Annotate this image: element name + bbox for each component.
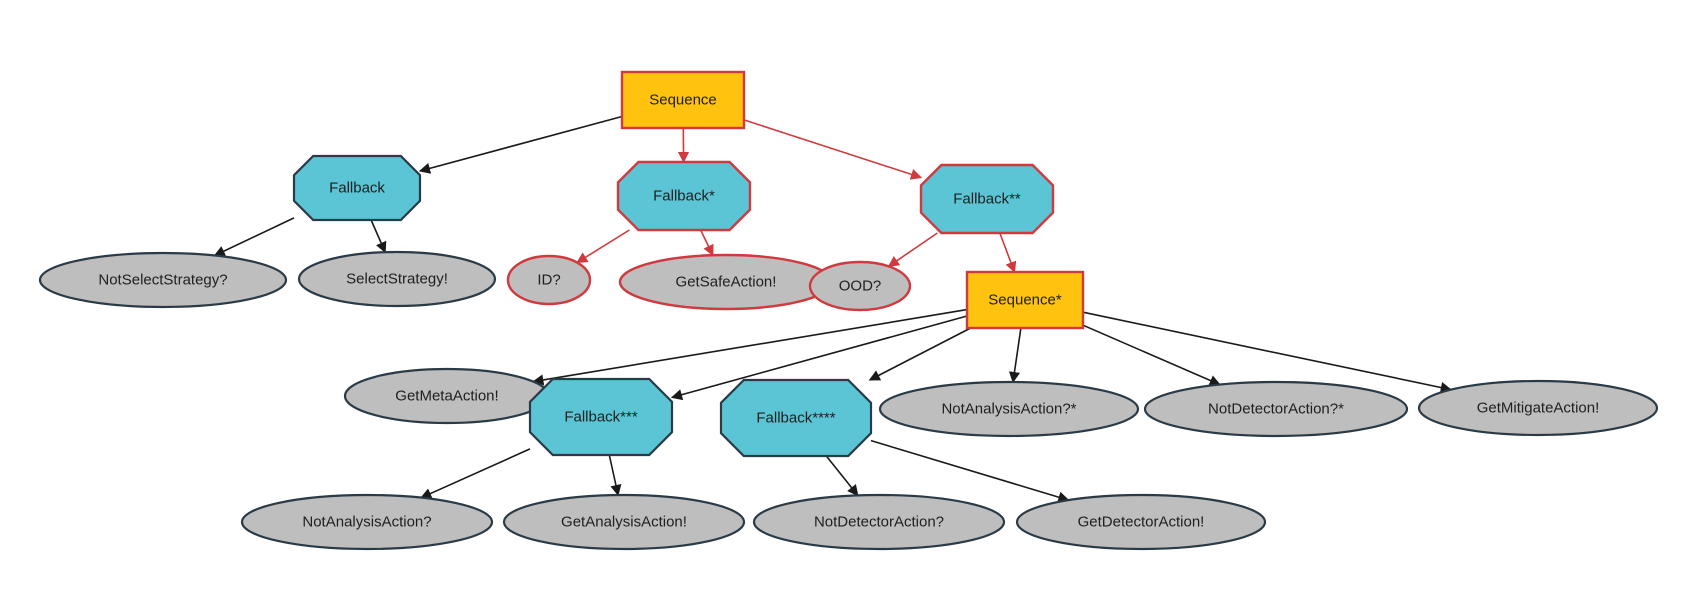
node-label-ood-check: OOD? (839, 278, 882, 295)
node-id-check: ID? (506, 254, 592, 306)
leaf-ellipse (502, 493, 746, 551)
node-not-detector-action-star: NotDetectorAction?* (1143, 380, 1409, 438)
leaf-ellipse (297, 250, 497, 308)
leaf-ellipse (1417, 379, 1659, 437)
node-not-detector-action: NotDetectorAction? (752, 493, 1006, 551)
edge-sequence-2-to-fallback-5 (868, 327, 972, 381)
node-fallback-3: Fallback** (919, 163, 1055, 235)
edge-sequence-2-to-get-mitigate-action (1082, 311, 1452, 394)
node-not-analysis-action-star: NotAnalysisAction?* (878, 380, 1140, 438)
node-label-get-safe-action: GetSafeAction! (676, 274, 777, 291)
node-get-mitigate-action: GetMitigateAction! (1417, 379, 1659, 437)
leaf-ellipse (878, 380, 1140, 438)
leaf-ellipse (240, 493, 494, 551)
fallback-octagon (528, 377, 674, 457)
edge-fallback-1-to-select-strategy (370, 219, 387, 254)
edge-sequence-2-to-get-meta-action (532, 308, 968, 386)
node-label-not-detector-action-star: NotDetectorAction?* (1208, 401, 1344, 418)
edge-fallback-3-to-sequence-2 (999, 232, 1017, 274)
edge-fallback-1-to-not-select-strategy (213, 217, 295, 257)
fallback-octagon (719, 378, 873, 458)
node-label-not-analysis-action: NotAnalysisAction? (302, 514, 431, 531)
node-fallback-5: Fallback**** (719, 378, 873, 458)
node-label-not-detector-action: NotDetectorAction? (814, 514, 944, 531)
node-fallback-1: Fallback (292, 154, 422, 222)
node-label-not-analysis-action-star: NotAnalysisAction?* (941, 401, 1076, 418)
leaf-ellipse (506, 254, 592, 306)
node-label-sequence-2: Sequence* (988, 292, 1062, 309)
edges-layer (213, 115, 1452, 503)
sequence-box (620, 70, 746, 130)
node-get-safe-action: GetSafeAction! (618, 253, 834, 311)
node-fallback-2: Fallback* (616, 160, 752, 232)
edge-fallback-4-to-not-analysis-action (420, 448, 531, 499)
leaf-ellipse (1015, 493, 1267, 551)
edge-fallback-4-to-get-analysis-action (608, 454, 622, 497)
node-get-analysis-action: GetAnalysisAction! (502, 493, 746, 551)
edge-fallback-3-to-ood-check (887, 232, 938, 267)
node-ood-check: OOD? (808, 260, 912, 312)
leaf-ellipse (752, 493, 1006, 551)
node-label-fallback-1: Fallback (329, 180, 385, 197)
leaf-ellipse (1143, 380, 1409, 438)
node-get-meta-action: GetMetaAction! (343, 367, 551, 425)
node-label-get-detector-action: GetDetectorAction! (1078, 514, 1205, 531)
node-sequence-2: Sequence* (965, 270, 1085, 330)
edge-sequence-2-to-fallback-4 (670, 315, 968, 401)
edge-sequence-2-to-not-analysis-action-star (1008, 327, 1022, 384)
node-label-sequence-root: Sequence (649, 92, 717, 109)
node-label-get-mitigate-action: GetMitigateAction! (1477, 400, 1600, 417)
leaf-ellipse (38, 251, 288, 309)
node-label-fallback-5: Fallback**** (756, 410, 835, 427)
node-label-fallback-4: Fallback*** (564, 409, 638, 426)
fallback-octagon (919, 163, 1055, 235)
sequence-box (965, 270, 1085, 330)
node-select-strategy: SelectStrategy! (297, 250, 497, 308)
edge-fallback-5-to-not-detector-action (825, 455, 859, 497)
node-label-select-strategy: SelectStrategy! (346, 271, 448, 288)
node-label-not-select-strategy: NotSelectStrategy? (98, 272, 227, 289)
edge-sequence-2-to-not-detector-action-star (1082, 324, 1221, 386)
fallback-octagon (616, 160, 752, 232)
node-not-analysis-action: NotAnalysisAction? (240, 493, 494, 551)
node-get-detector-action: GetDetectorAction! (1015, 493, 1267, 551)
node-label-id-check: ID? (537, 272, 560, 289)
node-label-fallback-2: Fallback* (653, 188, 715, 205)
node-label-get-analysis-action: GetAnalysisAction! (561, 514, 687, 531)
edge-fallback-2-to-get-safe-action (699, 229, 714, 257)
edge-fallback-2-to-id-check (576, 229, 630, 264)
leaf-ellipse (808, 260, 912, 312)
node-fallback-4: Fallback*** (528, 377, 674, 457)
node-label-fallback-3: Fallback** (953, 191, 1021, 208)
edge-fallback-5-to-get-detector-action (870, 439, 1070, 503)
edge-sequence-root-to-fallback-3 (743, 119, 923, 180)
node-sequence-root: Sequence (620, 70, 746, 130)
edge-sequence-root-to-fallback-1 (418, 115, 623, 174)
node-not-select-strategy: NotSelectStrategy? (38, 251, 288, 309)
fallback-octagon (292, 154, 422, 222)
node-label-get-meta-action: GetMetaAction! (395, 388, 498, 405)
